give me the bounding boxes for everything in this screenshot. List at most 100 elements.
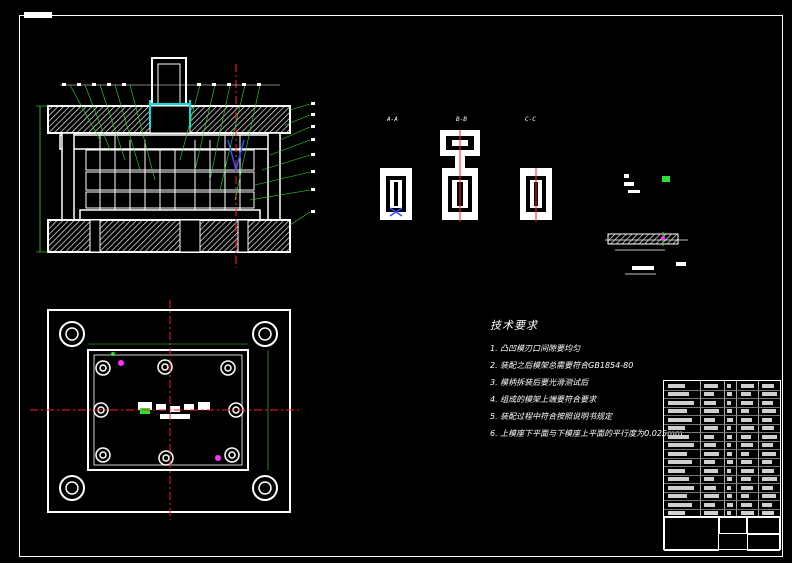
bom-cell-glyph — [727, 392, 733, 396]
bom-cell-glyph — [762, 392, 777, 396]
bom-row-divider — [664, 432, 780, 433]
bom-cell-glyph — [668, 511, 685, 515]
bom-row-divider — [664, 483, 780, 484]
bom-column-divider — [758, 381, 759, 549]
bom-cell-glyph — [762, 451, 776, 456]
bom-cell-glyph — [727, 460, 733, 464]
bom-cell-glyph — [741, 434, 751, 439]
section-label-c: C-C — [525, 116, 536, 123]
bom-cell-glyph — [668, 443, 695, 447]
bom-cell-glyph — [668, 502, 692, 507]
bom-cell-glyph — [727, 511, 732, 515]
bom-cell-glyph — [762, 502, 772, 507]
bom-cell-glyph — [727, 400, 731, 405]
bom-cell-glyph — [704, 460, 715, 464]
bom-cell-glyph — [668, 451, 688, 456]
bom-cell-glyph — [741, 451, 750, 456]
front-section-view — [36, 57, 315, 268]
tech-requirement-3: 3. 模柄拆装后要光滑测试后 — [490, 378, 589, 387]
title-block-cell — [664, 517, 719, 551]
bom-cell-glyph — [727, 426, 732, 430]
bom-cell-glyph — [668, 383, 685, 388]
bom-row-divider — [664, 398, 780, 399]
bom-cell-glyph — [668, 409, 688, 413]
bom-cell-glyph — [762, 426, 775, 430]
bom-cell-glyph — [741, 468, 755, 473]
bom-cell-glyph — [668, 485, 695, 490]
title-block — [663, 516, 781, 551]
bom-cell-glyph — [741, 426, 755, 430]
bom-row-divider — [664, 500, 780, 501]
bom-cell-glyph — [762, 494, 776, 498]
bom-cell-glyph — [762, 383, 775, 388]
bom-cell-glyph — [704, 485, 717, 490]
bom-cell-glyph — [704, 417, 715, 422]
bom-cell-glyph — [727, 417, 733, 422]
bom-row-divider — [664, 423, 780, 425]
bom-cell-glyph — [741, 392, 751, 396]
bom-row-divider — [664, 406, 780, 408]
bom-cell-glyph — [727, 502, 733, 507]
bom-row-divider — [664, 474, 780, 476]
bom-cell-glyph — [727, 383, 732, 388]
bom-row-divider — [664, 457, 780, 459]
bom-cell-glyph — [668, 400, 695, 405]
bom-cell-glyph — [704, 434, 714, 439]
bom-cell-glyph — [704, 451, 719, 456]
bom-cell-glyph — [668, 434, 690, 439]
bom-column-divider — [736, 381, 737, 549]
technical-requirements-title: 技术要求 — [490, 319, 538, 332]
bom-cell-glyph — [704, 494, 719, 498]
bom-cell-glyph — [668, 460, 692, 464]
bom-cell-glyph — [762, 434, 777, 439]
frame-corner-tag — [24, 12, 52, 18]
section-label-b: B-B — [456, 116, 467, 123]
bom-cell-glyph — [762, 511, 775, 515]
bom-cell-glyph — [741, 383, 755, 388]
bom-cell-glyph — [727, 485, 731, 490]
bom-row-divider — [664, 449, 780, 450]
tech-requirement-6: 6. 上模座下平面与下模座上平面的平行度为0.025mm — [490, 429, 683, 438]
bom-cell-glyph — [741, 460, 752, 464]
bill-of-materials-table — [663, 380, 781, 550]
bom-column-divider — [724, 381, 725, 549]
bom-row-divider — [664, 466, 780, 467]
bom-cell-glyph — [741, 409, 750, 413]
bom-cell-glyph — [727, 494, 732, 498]
bom-cell-glyph — [704, 392, 714, 396]
bom-cell-glyph — [668, 392, 690, 396]
technical-requirements: 技术要求 1. 凸凹模刃口间隙要均匀 2. 装配之后模架总需要符合GB1854-… — [490, 317, 683, 442]
bom-column-divider — [700, 381, 701, 549]
bom-cell-glyph — [704, 502, 715, 507]
title-block-cell — [747, 534, 780, 551]
bom-row-divider — [664, 440, 780, 442]
bom-cell-glyph — [741, 443, 753, 447]
bom-cell-glyph — [704, 511, 718, 515]
bom-cell-glyph — [741, 400, 753, 405]
bom-row-divider — [664, 491, 780, 493]
bom-cell-glyph — [762, 443, 773, 447]
bom-cell-glyph — [727, 468, 732, 473]
bom-cell-glyph — [704, 443, 717, 447]
bom-cell-glyph — [727, 477, 733, 481]
bom-cell-glyph — [741, 485, 753, 490]
bom-row-divider — [664, 389, 780, 391]
bom-cell-glyph — [704, 383, 718, 388]
strip-layout — [605, 174, 688, 275]
tech-requirement-1: 1. 凸凹模刃口间隙要均匀 — [490, 344, 581, 353]
bom-cell-glyph — [704, 468, 718, 473]
tech-requirement-5: 5. 装配过程中符合按照说明书规定 — [490, 412, 613, 421]
tech-requirement-4: 4. 组成的模架上端要符合要求 — [490, 395, 597, 404]
bom-cell-glyph — [668, 477, 690, 481]
bom-cell-glyph — [727, 451, 732, 456]
plan-view — [30, 300, 300, 520]
bom-cell-glyph — [704, 409, 719, 413]
bom-cell-glyph — [741, 511, 755, 515]
bom-cell-glyph — [704, 477, 714, 481]
bom-cell-glyph — [668, 426, 685, 430]
title-block-cell — [747, 517, 780, 534]
bom-row-divider — [664, 415, 780, 416]
bom-cell-glyph — [704, 400, 717, 405]
